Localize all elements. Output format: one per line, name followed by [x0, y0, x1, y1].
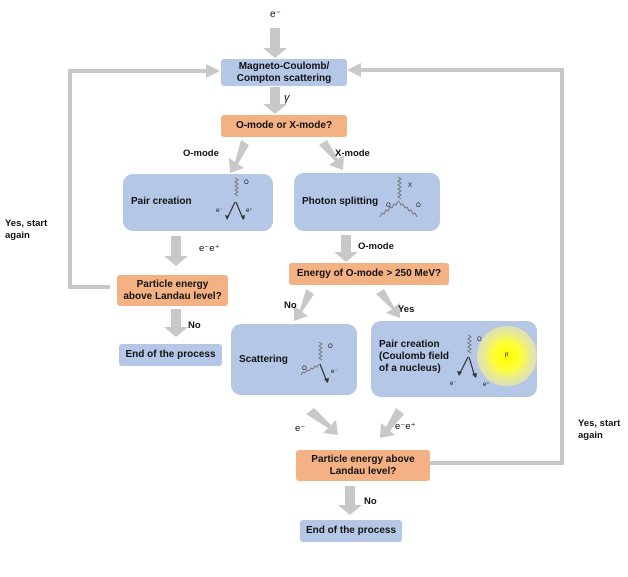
- scattering-title: Scattering: [239, 354, 288, 365]
- pn-o-label: O: [477, 337, 482, 343]
- pc-o-label: O: [244, 180, 249, 186]
- arrow-gamma: [263, 87, 287, 114]
- particle-energy-bottom-line2: Landau level?: [329, 465, 397, 477]
- arrow-bottom-no: [338, 486, 362, 515]
- loop-right: [360, 68, 564, 465]
- particle-energy-left-box: Particle energy above Landau level?: [117, 275, 228, 306]
- pair-nucleus-line2: (Coulomb field: [379, 351, 449, 362]
- arrow-scatter-down: [306, 408, 338, 435]
- o-mode-label: O-mode: [183, 148, 219, 159]
- scattering-start-line1: Magneto-Coulomb/: [238, 60, 330, 72]
- e-minus-bottom-label: e⁻: [295, 423, 306, 434]
- arrow-left-no: [164, 309, 188, 337]
- pair-nucleus-diagram: [457, 325, 537, 387]
- ps-o2-label: O: [416, 203, 421, 209]
- yes-start-right-label: Yes, start again: [578, 418, 620, 442]
- energy-question-box: Energy of O-mode > 250 MeV?: [289, 263, 449, 285]
- particle-energy-bottom-box: Particle energy above Landau level?: [296, 450, 430, 481]
- ps-x-label: X: [408, 183, 413, 189]
- loop-left: [68, 69, 206, 289]
- pn-em-label: e⁻: [450, 381, 457, 387]
- pc-ep-label: e⁺: [246, 208, 253, 214]
- sc-em-label: e⁻: [331, 369, 338, 375]
- x-mode-label: X-mode: [335, 148, 370, 159]
- gamma-label: γ: [284, 92, 290, 104]
- end-left-box: End of the process: [119, 344, 222, 366]
- pc-em-label: e⁻: [216, 208, 223, 214]
- ee-bottom-label: e⁻e⁺: [395, 421, 416, 432]
- input-electron-label: e⁻: [270, 9, 281, 20]
- arrow-split-down: [334, 235, 358, 262]
- no-bottom-label: No: [364, 496, 377, 507]
- arrow-o-mode: [229, 140, 249, 173]
- scattering-start-box: Magneto-Coulomb/ Compton scattering: [221, 59, 347, 86]
- nucleus-p-label: p: [505, 352, 509, 358]
- ps-o1-label: O: [386, 203, 391, 209]
- yes-mid-label: Yes: [398, 304, 415, 315]
- pair-creation-title: Pair creation: [131, 196, 192, 207]
- pair-nucleus-panel: Pair creation (Coulomb field of a nucleu…: [371, 321, 537, 397]
- scattering-start-line2: Compton scattering: [236, 72, 332, 84]
- yes-start-right-line1: Yes, start: [578, 418, 621, 429]
- arrow-nucleus-down: [380, 408, 404, 438]
- scattering-panel: Scattering O O e⁻: [231, 324, 357, 395]
- pair-creation-diagram: [225, 177, 245, 220]
- mode-question-box: O-mode or X-mode?: [221, 115, 347, 137]
- arrow-pair-down: [164, 236, 188, 266]
- scattering-diagram: [300, 341, 329, 383]
- end-bottom-box: End of the process: [300, 520, 402, 542]
- photon-splitting-panel: Photon splitting X O O: [294, 173, 440, 231]
- arrow-x-mode: [319, 140, 344, 170]
- ee-left-label: e⁻e⁺: [199, 243, 220, 254]
- yes-start-left-line1: Yes, start: [5, 218, 48, 229]
- no-left-label: No: [188, 320, 201, 331]
- arrow-no: [294, 289, 314, 321]
- o-mode-mid-label: O-mode: [358, 241, 394, 252]
- yes-start-left-label: Yes, start again: [5, 218, 47, 242]
- arrow-yes: [376, 289, 400, 318]
- yes-start-left-line2: again: [5, 229, 30, 241]
- particle-energy-left-line1: Particle energy: [136, 278, 209, 290]
- particle-energy-left-line2: above Landau level?: [123, 290, 222, 302]
- yes-start-right-line2: again: [578, 429, 603, 441]
- pair-nucleus-line1: Pair creation: [379, 339, 440, 350]
- sc-o2-label: O: [302, 366, 307, 372]
- sc-o1-label: O: [328, 344, 333, 350]
- pair-nucleus-title: Pair creation (Coulomb field of a nucleu…: [379, 339, 449, 375]
- photon-splitting-diagram: [379, 176, 418, 218]
- no-mid-label: No: [284, 300, 297, 311]
- photon-splitting-title: Photon splitting: [302, 196, 379, 207]
- pair-nucleus-line3: of a nucleus): [379, 363, 441, 374]
- pn-ep-label: e⁺: [483, 382, 490, 388]
- particle-energy-bottom-line1: Particle energy above: [311, 453, 415, 465]
- arrow-top-input: [263, 28, 287, 58]
- pair-creation-panel: Pair creation O e⁻ e⁺: [123, 174, 273, 231]
